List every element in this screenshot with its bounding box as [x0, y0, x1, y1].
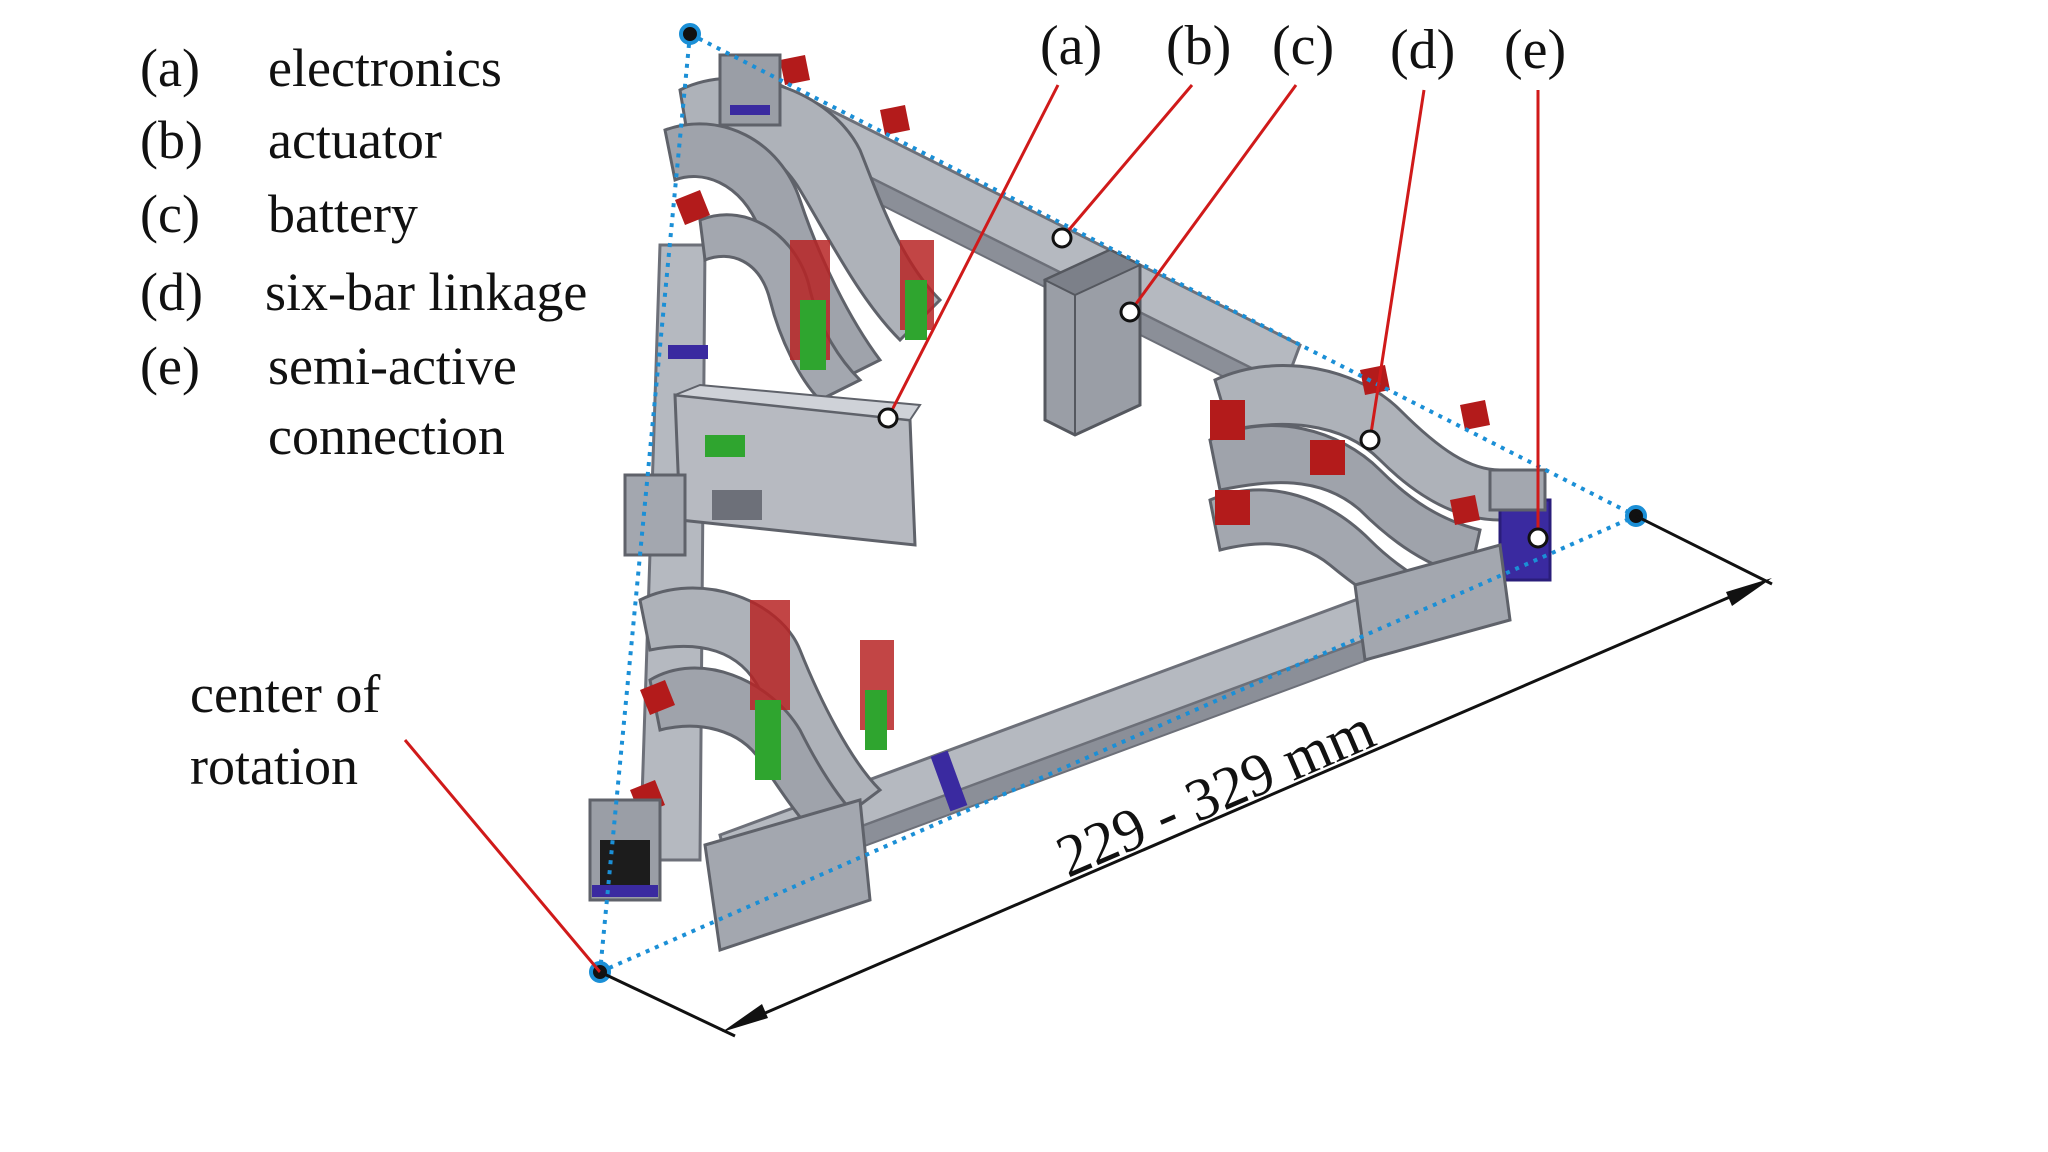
center-of-rotation-line1: center of — [190, 664, 380, 724]
callout-markers — [877, 227, 1549, 549]
battery — [1042, 248, 1143, 437]
dimension-extension-right — [1635, 514, 1773, 586]
legend-key-b: (b) — [140, 110, 203, 170]
callout-lines — [403, 84, 1540, 973]
marker-a — [877, 407, 899, 429]
bottom-bar-blue-ring — [930, 750, 968, 812]
legend-label-c: battery — [268, 184, 418, 244]
dimension-arrow-right — [1726, 578, 1772, 606]
legend-key-e: (e) — [140, 336, 200, 396]
callout-line-d — [1368, 89, 1426, 441]
marker-c — [1119, 301, 1141, 323]
callout-label-a: (a) — [1040, 15, 1102, 77]
legend-label-a: electronics — [268, 38, 502, 98]
legend-key-c: (c) — [140, 184, 200, 244]
right-linkage — [1208, 364, 1552, 662]
legend: (a) electronics (b) actuator (c) battery… — [140, 38, 587, 466]
robot-body — [588, 53, 1552, 952]
callout-label-b: (b) — [1166, 15, 1231, 77]
left-bar-blue-ring — [668, 345, 708, 359]
upper-left-linkage — [663, 53, 943, 402]
dotted-edge-bottom — [599, 514, 1637, 974]
dotted-triangle — [598, 32, 1637, 974]
dotted-edge-top — [689, 32, 1637, 518]
center-of-rotation-label: center of rotation — [190, 664, 380, 796]
callout-line-b — [1060, 84, 1194, 239]
vertex-top — [679, 23, 701, 45]
legend-key-a: (a) — [140, 38, 200, 98]
dimension-line — [734, 582, 1761, 1028]
legend-label-e: semi-active — [268, 336, 517, 396]
callout-label-e: (e) — [1504, 19, 1566, 81]
electronics-box — [623, 383, 922, 557]
marker-d — [1359, 429, 1381, 451]
lower-left-linkage — [588, 586, 894, 952]
marker-b — [1051, 227, 1073, 249]
dotted-edge-left — [598, 33, 692, 973]
legend-label-b: actuator — [268, 110, 442, 170]
dimension-arrow-left — [722, 1004, 768, 1032]
callout-line-a — [886, 84, 1060, 419]
legend-label-d: six-bar linkage — [265, 262, 587, 322]
dimension-extension-left — [599, 970, 736, 1038]
legend-label-e-line2: connection — [268, 406, 505, 466]
callout-label-c: (c) — [1272, 15, 1334, 77]
callout-labels: (a) (b) (c) (d) (e) — [1040, 15, 1566, 81]
callout-label-d: (d) — [1390, 19, 1455, 81]
marker-e — [1527, 527, 1549, 549]
legend-key-d: (d) — [140, 262, 203, 322]
callout-line-center-of-rotation — [403, 739, 602, 973]
callout-line-c — [1128, 84, 1298, 313]
center-of-rotation-line2: rotation — [190, 736, 358, 796]
